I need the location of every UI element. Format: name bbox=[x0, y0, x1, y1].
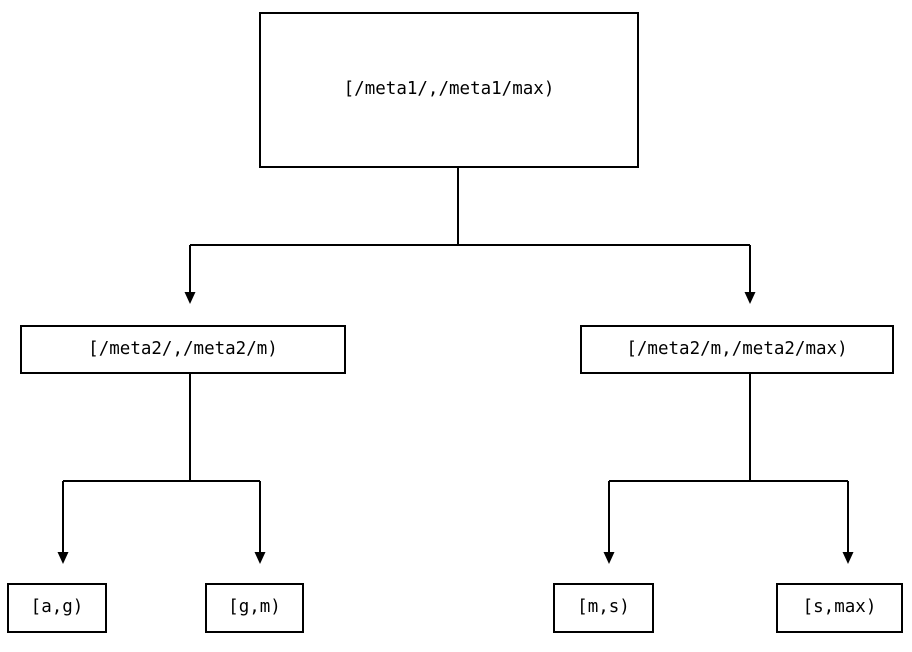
tree-node-leaf-ag[interactable]: [a,g) bbox=[7, 583, 107, 633]
tree-node-leaf-smax[interactable]: [s,max) bbox=[776, 583, 903, 633]
tree-node-root[interactable]: [/meta1/,/meta1/max) bbox=[259, 12, 639, 168]
tree-node-meta2-low-label: [/meta2/,/meta2/m) bbox=[88, 338, 278, 359]
tree-node-leaf-gm-label: [g,m) bbox=[228, 597, 281, 618]
tree-node-root-label: [/meta1/,/meta1/max) bbox=[343, 79, 555, 100]
tree-node-leaf-ms-label: [m,s) bbox=[577, 597, 630, 618]
tree-node-leaf-gm[interactable]: [g,m) bbox=[205, 583, 304, 633]
tree-node-leaf-smax-label: [s,max) bbox=[802, 597, 877, 618]
tree-node-meta2-high-label: [/meta2/m,/meta2/max) bbox=[626, 338, 848, 359]
tree-node-meta2-high[interactable]: [/meta2/m,/meta2/max) bbox=[580, 325, 894, 374]
tree-node-leaf-ms[interactable]: [m,s) bbox=[553, 583, 654, 633]
tree-node-leaf-ag-label: [a,g) bbox=[30, 597, 84, 618]
tree-node-meta2-low[interactable]: [/meta2/,/meta2/m) bbox=[20, 325, 346, 374]
